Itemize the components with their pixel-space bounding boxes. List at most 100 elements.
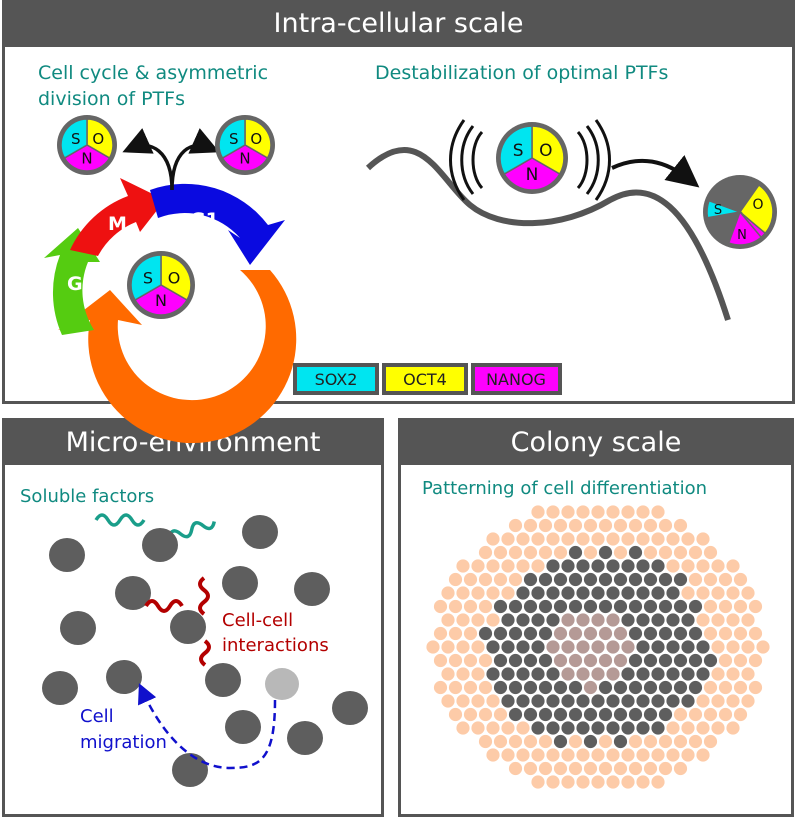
colony-cell xyxy=(748,680,763,695)
colony-cell xyxy=(471,586,485,600)
colony-cell xyxy=(688,599,703,614)
colony-cell xyxy=(636,694,650,708)
colony-cell xyxy=(606,694,620,708)
colony-cell xyxy=(486,667,500,681)
pie-label: S xyxy=(143,268,153,287)
colony-cell xyxy=(741,586,755,600)
colony-cell xyxy=(561,748,575,762)
colony-cell xyxy=(688,680,703,695)
colony-cell xyxy=(493,545,508,560)
colony-cell xyxy=(583,734,598,749)
colony-cell xyxy=(583,761,598,776)
colony-cell xyxy=(673,734,688,749)
colony-cell xyxy=(471,640,485,654)
colony-cell xyxy=(621,613,635,627)
colony-cell xyxy=(628,572,643,587)
cell xyxy=(172,753,208,787)
colony-cell xyxy=(666,694,680,708)
colony-cell xyxy=(553,545,568,560)
colony-cell xyxy=(688,734,703,749)
ptf-pie-vibrating: ONS xyxy=(496,122,568,194)
colony-cell xyxy=(681,532,695,546)
colony-cell xyxy=(561,586,575,600)
colony-cell xyxy=(673,680,688,695)
colony-cell xyxy=(621,721,635,735)
colony-cell xyxy=(493,626,508,641)
colony-cell xyxy=(493,653,508,668)
colony-cell xyxy=(433,626,448,641)
colony-cell xyxy=(576,694,590,708)
pie-label: N xyxy=(239,149,250,167)
colony-cell xyxy=(643,680,658,695)
colony-cell xyxy=(726,667,740,681)
colony-cell xyxy=(591,586,605,600)
pie-label: N xyxy=(737,228,747,243)
colony-cell xyxy=(688,545,703,560)
colony-cell xyxy=(508,599,523,614)
colony-cell xyxy=(658,653,673,668)
interaction-squiggle-1 xyxy=(144,599,184,613)
colony-cell xyxy=(726,640,740,654)
colony-cell xyxy=(636,640,650,654)
colony-cell xyxy=(576,775,590,789)
colony-cell xyxy=(553,626,568,641)
colony-cell xyxy=(591,775,605,789)
colony-cell xyxy=(478,599,493,614)
pie-label: O xyxy=(539,141,552,161)
soluble-factor-squiggle-1 xyxy=(94,513,146,527)
soluble-factors-label: Soluble factors xyxy=(20,486,154,507)
colony-cell xyxy=(523,653,538,668)
pie-label: S xyxy=(513,141,524,161)
colony-cell xyxy=(673,518,688,533)
colony-cell xyxy=(486,748,500,762)
pie-label: S xyxy=(229,130,239,148)
colony-cell xyxy=(613,545,628,560)
colony-cell xyxy=(546,694,560,708)
colony-cell xyxy=(531,532,545,546)
colony-cell xyxy=(493,599,508,614)
colony-cell xyxy=(628,545,643,560)
colony-cell xyxy=(628,734,643,749)
colony-cell xyxy=(741,694,755,708)
colony-cell xyxy=(606,640,620,654)
colony-cell xyxy=(666,559,680,573)
colony-cell xyxy=(516,694,530,708)
colony-cell xyxy=(613,518,628,533)
colony-cell xyxy=(508,734,523,749)
phase-g2-label: G2 xyxy=(67,273,96,295)
colony-cell xyxy=(448,599,463,614)
colony-cell xyxy=(501,721,515,735)
colony-cell xyxy=(606,505,620,519)
colony-cell xyxy=(456,586,470,600)
colony-cell xyxy=(711,667,725,681)
colony-cell xyxy=(666,586,680,600)
colony-cell xyxy=(583,545,598,560)
colony-cell xyxy=(501,559,515,573)
colony-cell xyxy=(666,532,680,546)
colony-cell xyxy=(606,586,620,600)
colony-cell xyxy=(591,532,605,546)
colony-cell xyxy=(733,599,748,614)
cell xyxy=(222,566,258,600)
colony-cell xyxy=(471,694,485,708)
intra-cellular-title: Intra-cellular scale xyxy=(5,3,792,47)
cell xyxy=(225,710,261,744)
colony-cell xyxy=(523,734,538,749)
division-arrow-left xyxy=(122,128,174,191)
m-phase-arrow xyxy=(70,178,165,256)
colony-cell xyxy=(531,748,545,762)
colony-cell xyxy=(516,613,530,627)
colony-cell xyxy=(606,748,620,762)
colony-cell xyxy=(696,532,710,546)
colony-cell xyxy=(718,572,733,587)
colony-cell xyxy=(501,694,515,708)
colony-cell xyxy=(636,667,650,681)
colony-cell xyxy=(538,761,553,776)
colony-cell xyxy=(568,572,583,587)
colony-cell xyxy=(628,518,643,533)
colony-cell xyxy=(508,707,523,722)
colony-cell xyxy=(463,572,478,587)
pie-label: N xyxy=(81,149,92,167)
interactions-label-line1: Cell-cell xyxy=(222,610,293,631)
